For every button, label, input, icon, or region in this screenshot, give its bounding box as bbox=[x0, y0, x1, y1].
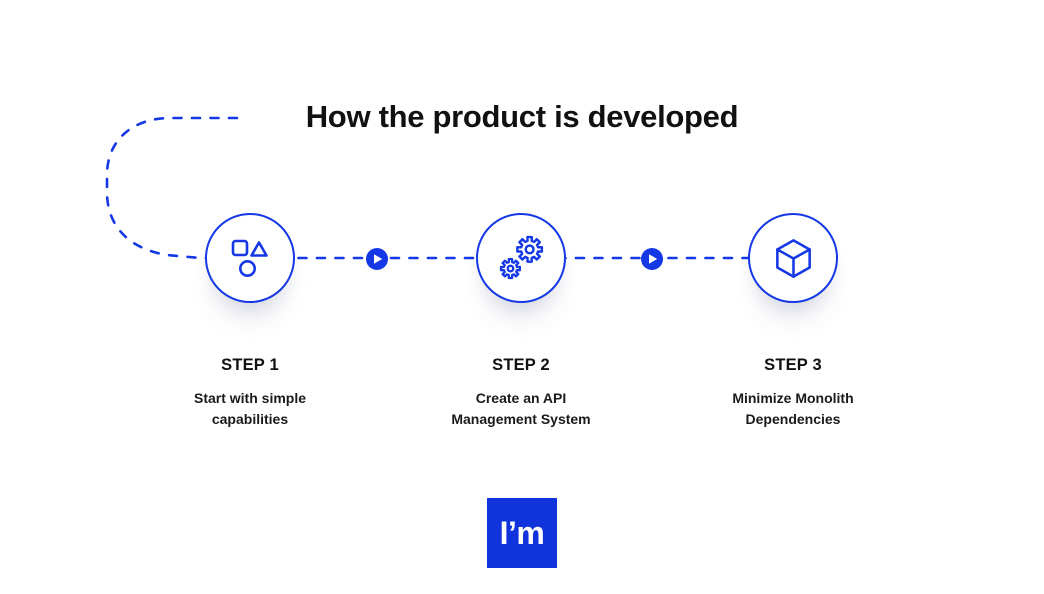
brand-logo-text: I’m bbox=[499, 514, 545, 551]
shapes-icon bbox=[231, 239, 268, 277]
play-arrow-icon bbox=[366, 248, 388, 270]
brand-logo: I’m bbox=[487, 498, 557, 568]
step-description: Start with simple capabilities bbox=[193, 390, 307, 427]
step-2-text: STEP 2 Create an API Management System bbox=[411, 356, 631, 429]
cube-icon bbox=[775, 238, 811, 278]
step-3-text: STEP 3 Minimize Monolith Dependencies bbox=[683, 356, 903, 429]
step-1-text: STEP 1 Start with simple capabilities bbox=[140, 356, 360, 429]
step-1-node bbox=[205, 213, 295, 303]
step-label: STEP 3 bbox=[764, 356, 822, 374]
step-description: Create an API Management System bbox=[451, 390, 591, 427]
gears-icon bbox=[499, 235, 544, 280]
step-label: STEP 2 bbox=[492, 356, 550, 374]
step-description: Minimize Monolith Dependencies bbox=[732, 390, 854, 427]
step-3-node bbox=[748, 213, 838, 303]
step-label: STEP 1 bbox=[221, 356, 279, 374]
step-2-node bbox=[476, 213, 566, 303]
page-title: How the product is developed bbox=[305, 99, 739, 134]
play-arrow-icon bbox=[641, 248, 663, 270]
